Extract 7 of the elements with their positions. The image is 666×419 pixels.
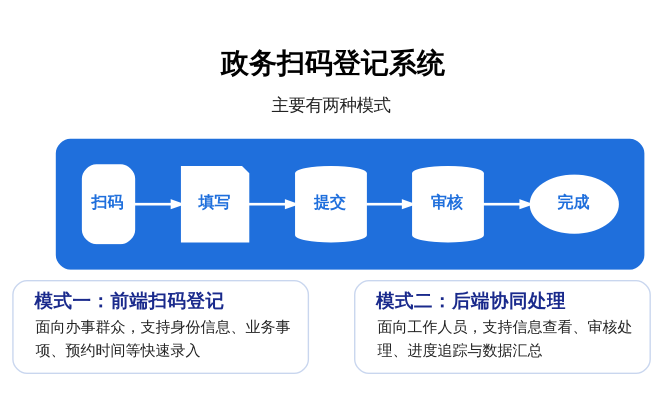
node-box: 扫码	[82, 164, 136, 244]
node-ellipse: 完成	[530, 174, 619, 234]
node-box: 模式一：前端扫码登记 面向办事群众，支持身份信息、业务事项、预约时间等快速录入	[12, 279, 310, 374]
diagram-title: 政务扫码登记系统	[221, 46, 446, 79]
node-box: 模式二：后端协同处理 面向工作人员，支持信息查看、审核处理、进度追踪与数据汇总	[354, 279, 651, 374]
cluster	[56, 138, 644, 270]
label: 主要有两种模式	[271, 95, 390, 116]
